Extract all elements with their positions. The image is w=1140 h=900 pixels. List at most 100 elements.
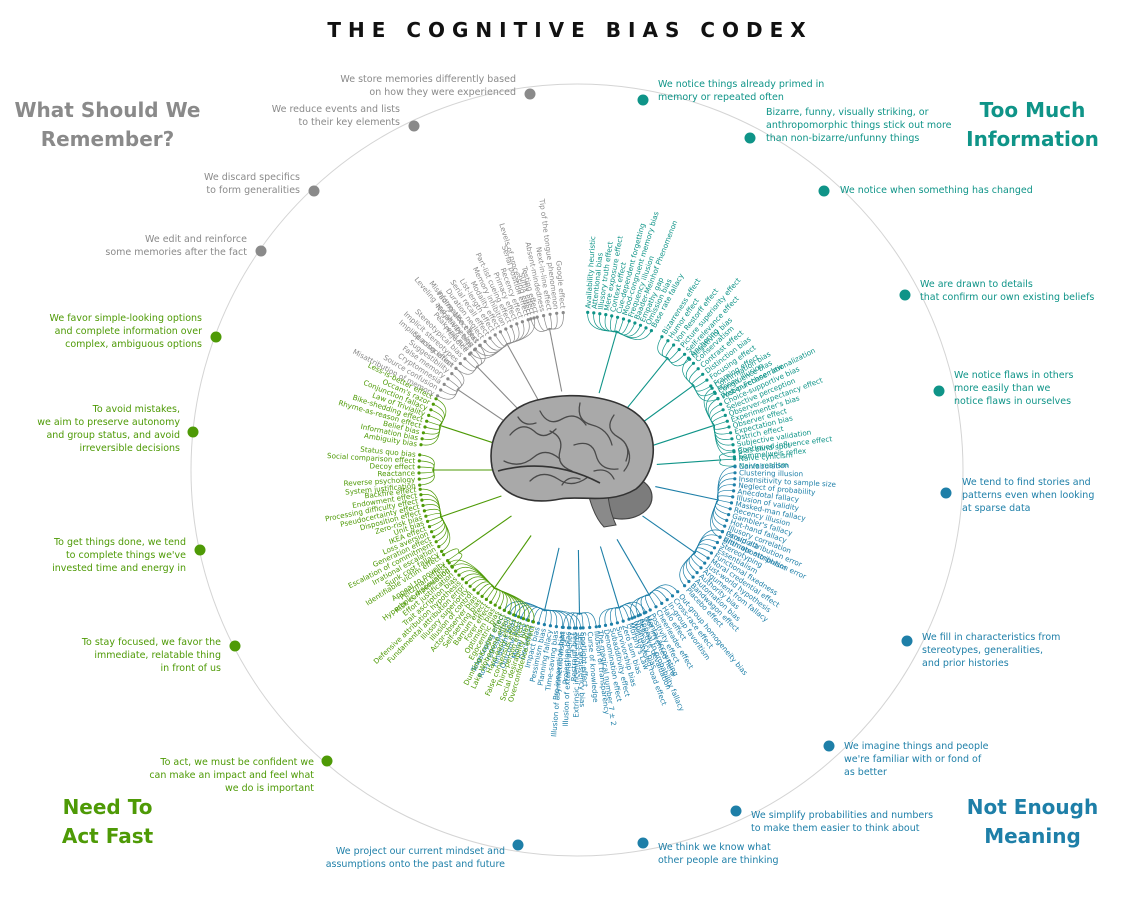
branch-line [657,336,668,359]
strategy-line: We discard specifics [204,172,300,183]
branch-line [462,573,495,589]
branch-node [729,431,733,435]
branch-line [599,313,617,332]
branch-spine [456,388,512,426]
bias-label: Google effect [554,260,567,309]
branch-node [447,561,451,565]
branch-node [705,378,709,382]
branch-spine [641,384,695,424]
strategy-line: that confirm our own existing beliefs [920,292,1095,303]
branch-node [536,621,541,625]
branch-line [543,315,550,331]
branch-spine [652,424,715,446]
branch-node [686,356,691,360]
strategy-dot [524,88,536,100]
branch-spine [577,549,581,615]
branch-node [701,372,705,376]
branch-line [713,425,730,430]
branch-line [544,609,563,628]
branch-node [616,315,620,319]
quadrant-title-line: Remember? [40,127,175,151]
brain-fold [529,473,589,485]
branch-node [604,313,608,317]
strategy-line: We fill in characteristics from [922,632,1061,643]
branch-node [731,495,735,499]
strategy-dot [229,640,241,652]
branch-node [458,361,462,366]
branch-node [489,600,493,605]
branch-line [614,606,620,623]
branch-line [426,420,442,427]
branch-node [579,626,583,630]
strategy-line: irreversible decisions [79,443,180,454]
branch-node [561,311,565,315]
branch-line [424,425,441,430]
bias-label: Extrinsic incentive error [572,632,581,718]
bias-label: Restraint bias [569,632,579,682]
branch-line [719,459,736,467]
branch-line [464,358,478,369]
strategy-line: We project our current mindset and [335,846,505,857]
quadrant-title-line: What Should We [14,98,201,122]
branch-node [716,397,720,401]
branch-line [665,344,674,359]
branch-node [542,314,546,318]
branch-line [505,328,511,345]
strategy-line: to their key elements [298,117,401,128]
branch-node [439,388,443,392]
branch-node [672,343,676,347]
strategy-line: We simplify probabilities and numbers [751,810,934,821]
branch-line [618,604,636,618]
branch-node [560,625,565,629]
branch-node [676,590,680,594]
strategy-dot [823,740,835,752]
branch-line [718,451,735,461]
strategy-line: we're familiar with or fond of [844,754,982,765]
branch-node [719,402,723,406]
branch-line [679,552,696,586]
brain-fissure [497,465,601,484]
strategy-line: and complete information over [54,326,202,337]
branch-node [712,546,717,550]
branch-node [691,361,696,365]
branch-line [618,605,630,620]
bias-label: Spotlight effect [579,632,590,688]
branch-node [430,530,434,534]
strategy-line: we do is important [224,783,314,794]
branch-line [460,363,477,372]
quadrant-title-information: Too Much Information [955,96,1110,154]
branch-node [461,577,465,581]
branch-line [544,609,547,625]
branch-node [520,320,525,324]
brain-fold [609,414,629,462]
strategy-line: To avoid mistakes, [92,404,180,415]
quadrant-title-act-fast: Need To Act Fast [35,793,180,851]
strategy-dot [730,805,742,817]
branch-node [586,310,590,314]
branch-node [526,618,531,623]
strategy-line: memory or repeated often [658,92,784,103]
branch-node [721,408,725,412]
branch-line [506,321,525,344]
branch-node [610,314,614,318]
branch-line [695,547,712,554]
brain-illustration [490,394,655,528]
branch-line [420,488,441,518]
branch-node [493,603,497,607]
bias-label: Naive cynicism [738,450,793,463]
strategy-dot [940,487,952,499]
branch-spine [548,328,563,392]
strategy-line: stereotypes, generalities, [922,645,1044,656]
quadrant-title-line: Too Much [979,98,1086,122]
brain-fold [561,477,581,486]
